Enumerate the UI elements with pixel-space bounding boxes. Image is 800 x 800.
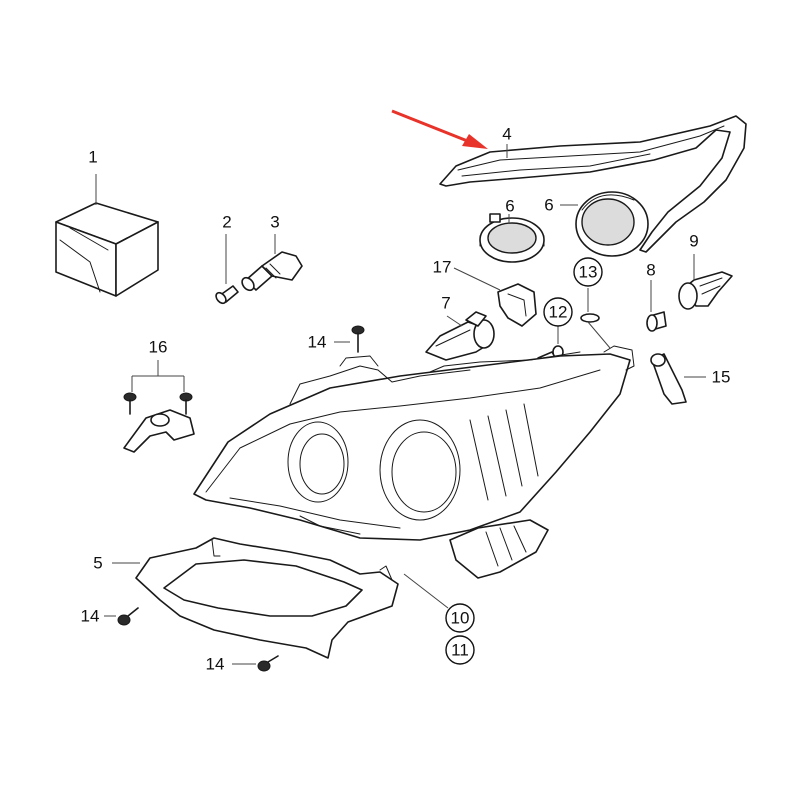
label-11: 11 [451, 641, 469, 660]
red-pointer-arrow [391, 109, 488, 149]
callout-circle-11 [445, 635, 475, 665]
label-7: 7 [441, 294, 450, 313]
label-8: 8 [646, 261, 655, 280]
part-2-small-bulb [215, 234, 239, 305]
callout-circle-12 [543, 297, 573, 327]
label-10: 10 [451, 609, 470, 628]
part-9-bulb-holder [678, 254, 733, 310]
label-3: 3 [270, 213, 279, 232]
label-13: 13 [579, 263, 598, 282]
label-4: 4 [502, 125, 511, 144]
part-14-screw-bottom [232, 655, 279, 672]
part-7-main-bulb [425, 311, 495, 361]
label-12: 12 [549, 303, 568, 322]
part-15-clip [650, 353, 706, 405]
label-14b: 14 [81, 607, 100, 626]
label-15: 15 [712, 368, 731, 387]
label-9: 9 [689, 232, 698, 251]
part-5-frame [112, 537, 399, 659]
part-17-bracket [453, 267, 537, 327]
label-17: 17 [433, 258, 452, 277]
part-4-trim-strip [439, 115, 747, 253]
label-1: 1 [88, 148, 97, 167]
label-16: 16 [149, 338, 168, 357]
label-2: 2 [222, 213, 231, 232]
part-13-clip [580, 288, 611, 349]
part-6-ring-right [560, 191, 649, 257]
part-16-bracket-screws [123, 360, 195, 453]
label-14a: 14 [308, 333, 327, 352]
leader-10-11 [403, 573, 449, 609]
part-1-box [55, 174, 159, 297]
part-14-screw-top [334, 325, 365, 353]
callout-circle-13 [573, 257, 603, 287]
callout-circle-10 [445, 603, 475, 633]
headlight-housing [193, 345, 635, 579]
label-5: 5 [93, 554, 102, 573]
label-6b: 6 [544, 196, 553, 215]
part-14-screw-mid [104, 607, 139, 626]
part-6-ring-left [479, 213, 545, 263]
part-8-small-bulb [646, 280, 667, 332]
part-3-bulb [241, 234, 303, 292]
label-6a: 6 [505, 197, 514, 216]
label-14c: 14 [206, 655, 225, 674]
